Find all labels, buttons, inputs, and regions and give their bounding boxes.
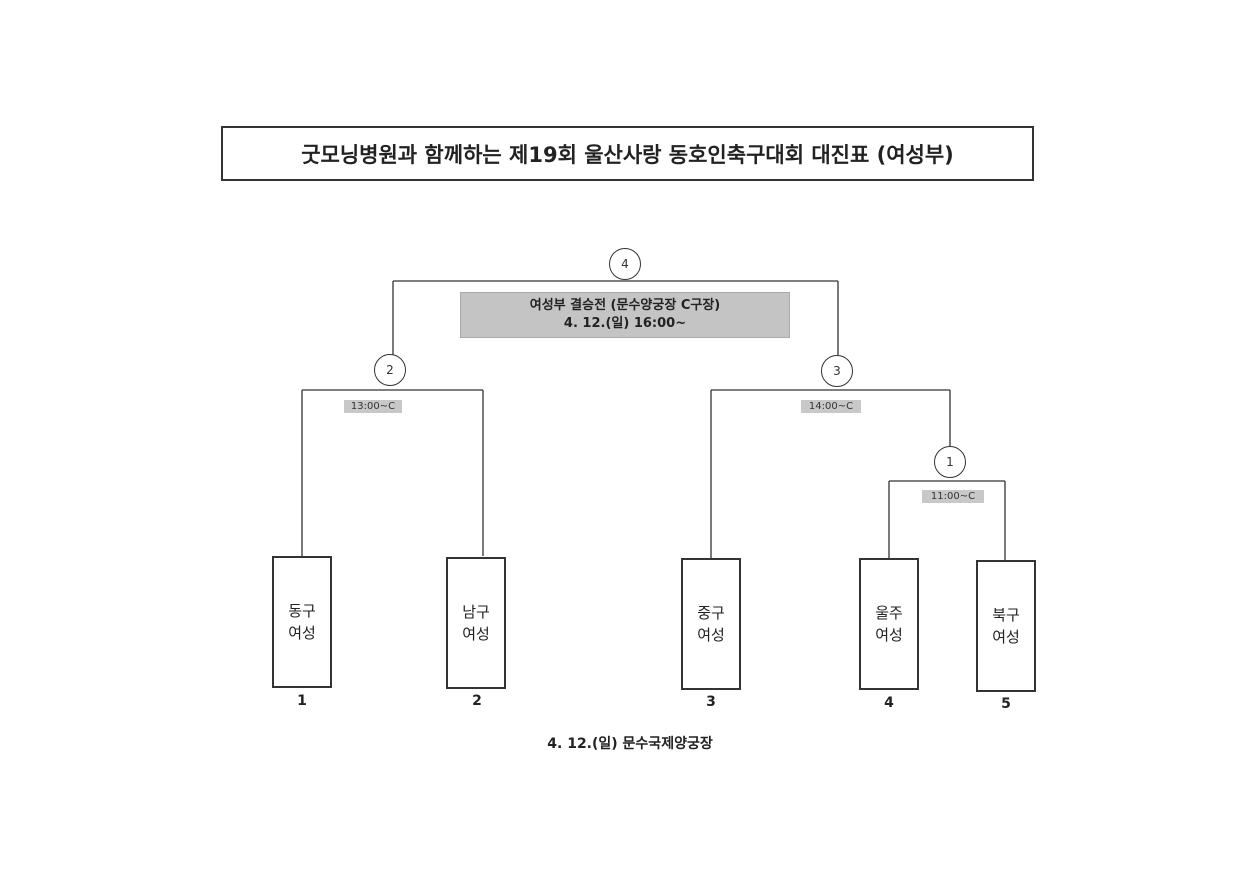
team-name: 울주	[875, 604, 903, 622]
team-box-3: 중구 여성	[681, 558, 741, 690]
seed-number-1: 1	[297, 693, 307, 709]
team-name: 동구	[288, 602, 316, 620]
seed-number-3: 3	[706, 694, 716, 710]
semifinal-left-match-number: 2	[374, 354, 406, 386]
venue-date-note: 4. 12.(일) 문수국제양궁장	[547, 736, 713, 752]
final-match-info: 여성부 결승전 (문수양궁장 C구장) 4. 12.(일) 16:00~	[460, 292, 790, 338]
team-category: 여성	[462, 625, 490, 643]
team-box-1: 동구 여성	[272, 556, 332, 688]
team-category: 여성	[875, 626, 903, 644]
seed-number-5: 5	[1001, 696, 1011, 712]
bracket-title: 굿모닝병원과 함께하는 제19회 울산사랑 동호인축구대회 대진표 (여성부)	[221, 126, 1034, 181]
team-name: 중구	[697, 604, 725, 622]
semifinal-right-time: 14:00~C	[801, 400, 861, 413]
first-round-time: 11:00~C	[922, 490, 984, 503]
team-name: 북구	[992, 606, 1020, 624]
team-box-2: 남구 여성	[446, 557, 506, 689]
team-box-4: 울주 여성	[859, 558, 919, 690]
team-box-5: 북구 여성	[976, 560, 1036, 692]
seed-number-4: 4	[884, 695, 894, 711]
seed-number-2: 2	[472, 693, 482, 709]
first-round-match-number: 1	[934, 446, 966, 478]
team-category: 여성	[992, 628, 1020, 646]
team-category: 여성	[288, 624, 316, 642]
semifinal-right-match-number: 3	[821, 355, 853, 387]
final-match-title: 여성부 결승전 (문수양궁장 C구장)	[529, 298, 721, 313]
final-match-number: 4	[609, 248, 641, 280]
team-category: 여성	[697, 626, 725, 644]
team-name: 남구	[462, 603, 490, 621]
semifinal-left-time: 13:00~C	[344, 400, 402, 413]
final-match-datetime: 4. 12.(일) 16:00~	[563, 316, 687, 331]
